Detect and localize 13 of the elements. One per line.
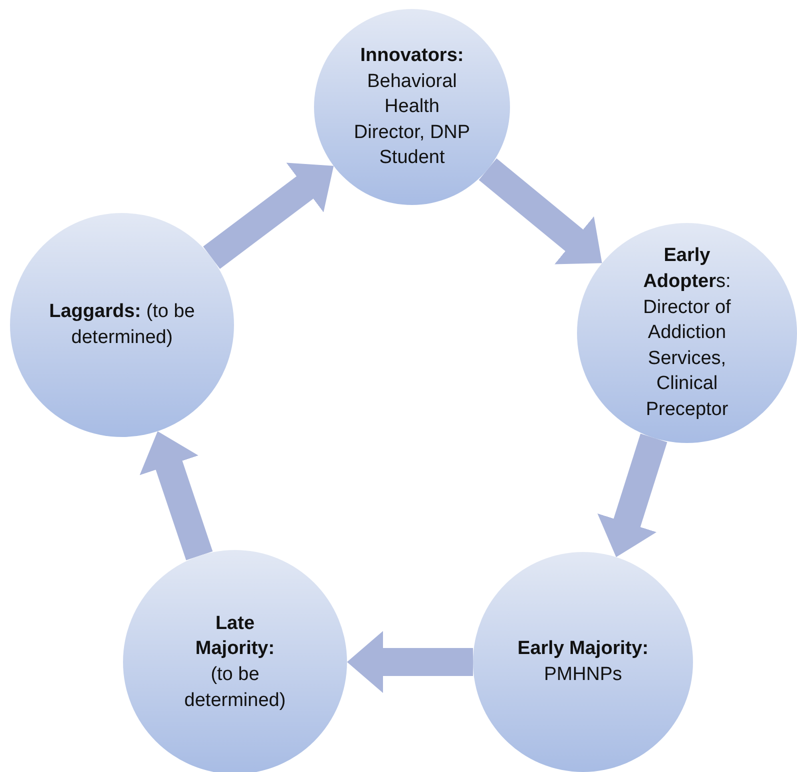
node-heading: Innovators:: [360, 44, 464, 68]
node-text: Laggards: (to be determined): [48, 300, 196, 350]
block-arrow: [478, 158, 602, 264]
node-text: Behavioral Health Director, DNP Student: [352, 70, 472, 170]
node-text: (to be determined): [183, 663, 287, 713]
node-heading: Early Majority:: [518, 637, 648, 662]
block-arrow: [597, 434, 668, 558]
node-text: PMHNPs: [544, 663, 622, 687]
block-arrow: [140, 431, 213, 560]
node-text: Director of Addiction Services, Clinical Preceptor: [642, 296, 732, 422]
node-heading: Late Majority:: [194, 612, 276, 662]
node-heading: Early Adopters:: [642, 244, 732, 294]
block-arrow: [347, 631, 473, 693]
